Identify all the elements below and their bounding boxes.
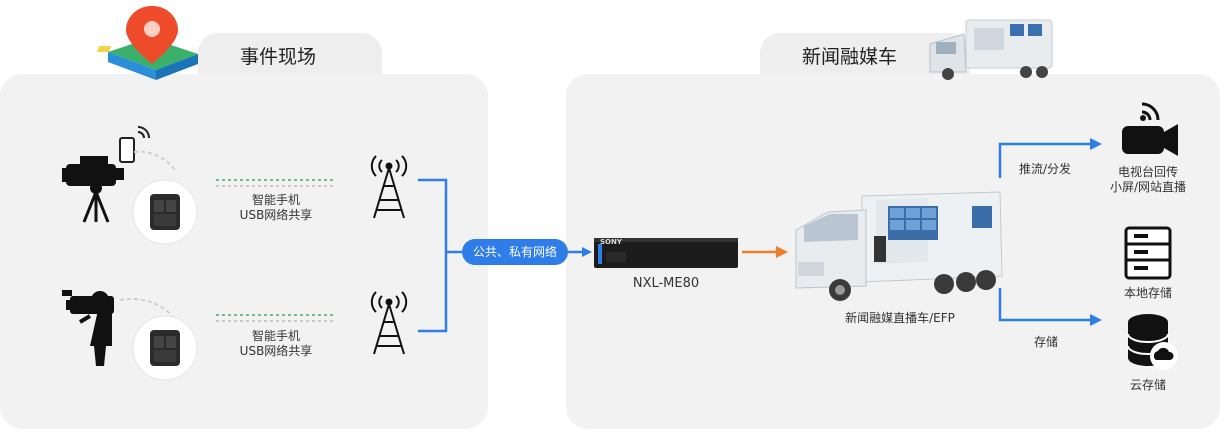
link-label-top-line1: 智能手机: [251, 193, 300, 207]
tripod-camera-icon: [62, 156, 124, 223]
cloud-database-icon: [1127, 314, 1178, 370]
network-bracket: [418, 178, 462, 333]
output-cloud-storage-label: 云存储: [1129, 378, 1166, 392]
location-pin-icon: [97, 6, 198, 80]
output-tv-line2: 小屏/网站直播: [1109, 180, 1187, 194]
left-panel-tab: [198, 33, 382, 74]
branch-top-arrow: [998, 138, 1102, 178]
branch-bottom-label: 存储: [1033, 335, 1058, 349]
left-panel-title: 事件现场: [240, 46, 317, 68]
link-label-top-line2: USB网络共享: [239, 208, 313, 222]
link-label-bottom-line1: 智能手机: [251, 329, 300, 343]
device-to-truck-arrow: [742, 246, 788, 258]
truck-label: 新闻融媒直播车/EFP: [845, 311, 955, 325]
transmitter-device-icon: [132, 315, 198, 381]
server-icon: [1124, 226, 1172, 280]
tab-truck-icon: [929, 19, 1053, 80]
branch-top-label: 推流/分发: [1018, 162, 1072, 176]
cell-tower-icon: [370, 291, 408, 355]
right-panel-title: 新闻融媒车: [802, 46, 898, 68]
smartphone-link-top: [216, 179, 336, 187]
link-label-top: 智能手机 USB网络共享: [226, 193, 326, 223]
transmitter-device-icon: [132, 179, 198, 245]
network-to-device-arrow: [568, 247, 592, 257]
cell-tower-icon: [370, 155, 408, 219]
news-van-illustration: [795, 191, 1003, 301]
smartphone-icon: [119, 126, 150, 163]
output-tv-label: 电视台回传 小屏/网站直播: [1098, 165, 1198, 195]
nxl-me80-device: [594, 238, 738, 268]
link-label-bottom: 智能手机 USB网络共享: [226, 329, 326, 359]
output-local-storage-label: 本地存储: [1123, 286, 1172, 300]
output-tv-line1: 电视台回传: [1117, 165, 1178, 179]
left-panel: [0, 74, 488, 429]
device-name: NXL-ME80: [632, 276, 700, 291]
video-camera-icon: [1122, 102, 1178, 156]
device-brand: SONY: [600, 238, 622, 246]
camera-operator-icon: [62, 290, 114, 366]
link-label-bottom-line2: USB网络共享: [239, 344, 313, 358]
smartphone-link-bottom: [216, 314, 336, 322]
branch-bottom-arrow: [998, 288, 1102, 326]
network-pill: 公共、私有网络: [462, 239, 568, 265]
